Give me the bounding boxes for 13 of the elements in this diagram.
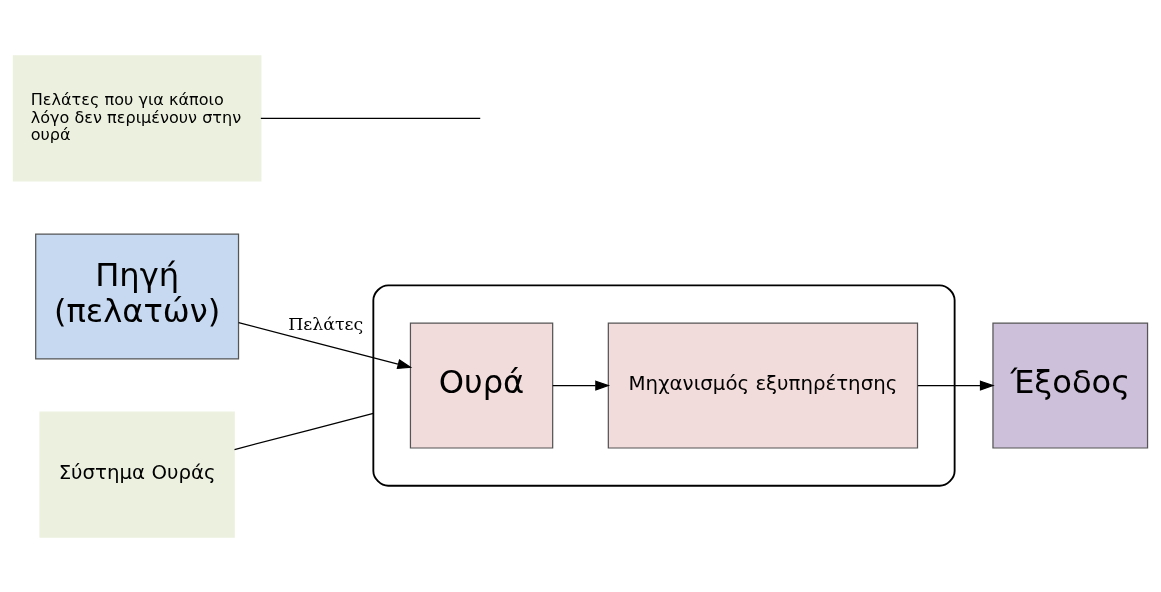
node-box: Πελάτες που για κάποιο λόγο δεν περιμένουν στην ουρά xyxy=(12,54,262,181)
node-box: Σύστημα Ουράς xyxy=(39,411,235,538)
arrow xyxy=(917,379,995,391)
edge-label: Πελάτες xyxy=(288,313,364,334)
cluster xyxy=(372,283,956,487)
arrow xyxy=(238,321,413,369)
connector xyxy=(233,412,374,450)
node-box: Ουρά xyxy=(409,321,554,449)
node-box: Έξοδος xyxy=(992,321,1149,449)
arrow xyxy=(552,379,611,391)
connector xyxy=(260,117,481,119)
node-box: Πηγή (πελατών) xyxy=(35,232,240,360)
node-box: Μηχανισμός εξυπηρέτησης xyxy=(607,321,919,449)
